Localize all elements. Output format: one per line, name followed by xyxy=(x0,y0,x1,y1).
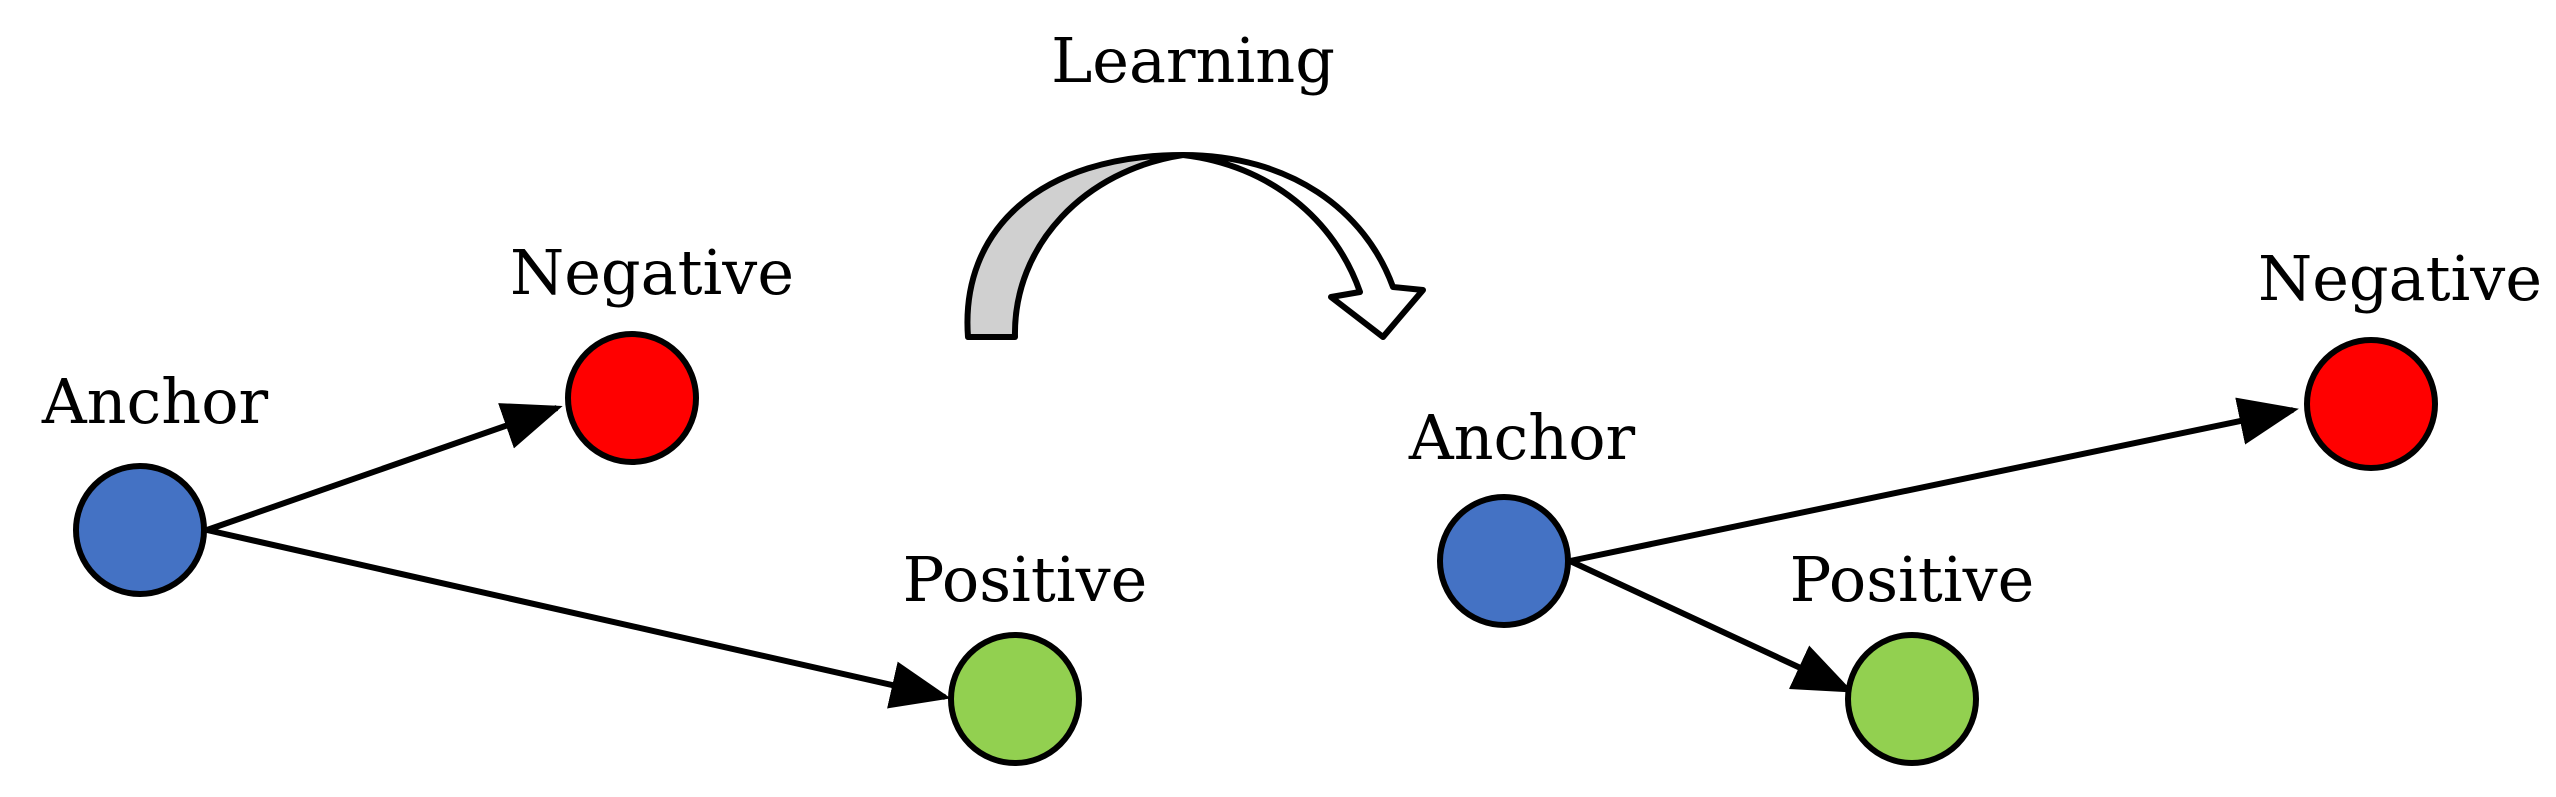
before-positive-node xyxy=(948,632,1082,766)
before-negative-label: Negative xyxy=(510,236,794,309)
before-positive-label: Positive xyxy=(903,543,1148,616)
before-anchor-label: Anchor xyxy=(41,365,269,438)
after-anchor-node xyxy=(1437,494,1571,628)
learning-curved-arrow xyxy=(964,152,1426,340)
before-anchor-to-positive-arrow xyxy=(206,527,951,709)
before-anchor-to-negative-arrow xyxy=(206,403,563,533)
before-triplet: Anchor Negative Positive xyxy=(41,236,1148,766)
learning-arrow-shaded-band xyxy=(964,152,1186,340)
after-negative-node xyxy=(2304,337,2438,471)
before-anchor-node xyxy=(73,463,207,597)
after-anchor-to-positive-arrow xyxy=(1568,558,1854,693)
after-negative-label: Negative xyxy=(2258,242,2542,315)
after-anchor-label: Anchor xyxy=(1408,401,1636,474)
after-positive-label: Positive xyxy=(1790,543,2035,616)
before-negative-node xyxy=(565,331,699,465)
learning-arrow-head xyxy=(1180,152,1426,340)
after-positive-node xyxy=(1845,632,1979,766)
learning-title: Learning xyxy=(1051,24,1335,97)
after-triplet: Anchor Negative Positive xyxy=(1408,242,2542,766)
after-anchor-to-negative-arrow xyxy=(1569,397,2299,564)
